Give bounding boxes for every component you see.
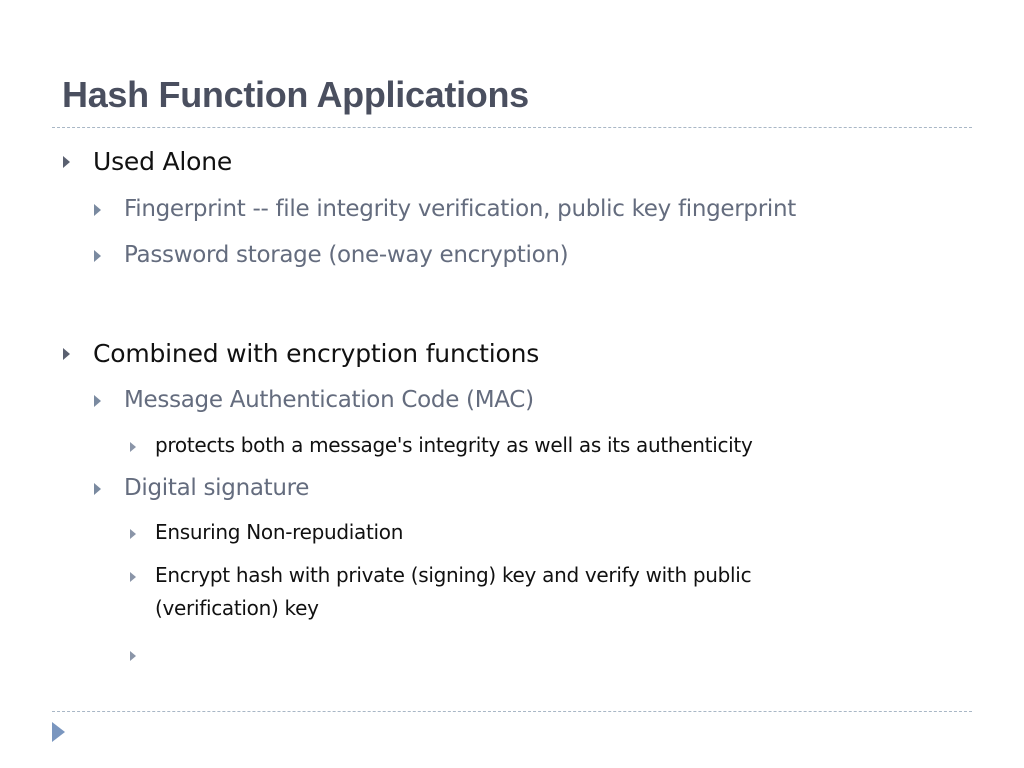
slide-title: Hash Function Applications: [62, 74, 529, 115]
bullet-triangle-icon: [63, 156, 70, 168]
bullet-triangle-icon: [63, 348, 70, 360]
title-divider: [52, 127, 972, 128]
bullet-triangle-icon: [130, 529, 136, 539]
bullet-triangle-icon: [94, 250, 101, 262]
footer-divider: [52, 711, 972, 712]
bullet-triangle-icon: [94, 395, 101, 407]
next-slide-arrow-icon[interactable]: [52, 722, 65, 742]
bullet-triangle-icon: [130, 442, 136, 452]
bullet-text: Used Alone: [93, 147, 233, 176]
bullet-text: Message Authentication Code (MAC): [124, 387, 534, 413]
bullet-text: Password storage (one-way encryption): [124, 242, 569, 268]
bullet-text-line-2: (verification) key: [155, 596, 319, 620]
bullet-triangle-icon: [130, 572, 136, 582]
bullet-text: protects both a message's integrity as w…: [155, 433, 753, 457]
bullet-text: Ensuring Non-repudiation: [155, 520, 404, 544]
bullet-text: Fingerprint -- file integrity verificati…: [124, 196, 796, 222]
bullet-text-line-1: Encrypt hash with private (signing) key …: [155, 563, 752, 587]
bullet-text: Combined with encryption functions: [93, 339, 540, 368]
bullet-triangle-icon: [94, 483, 101, 495]
bullet-text: Digital signature: [124, 475, 310, 501]
bullet-triangle-icon: [130, 651, 136, 661]
bullet-triangle-icon: [94, 204, 101, 216]
